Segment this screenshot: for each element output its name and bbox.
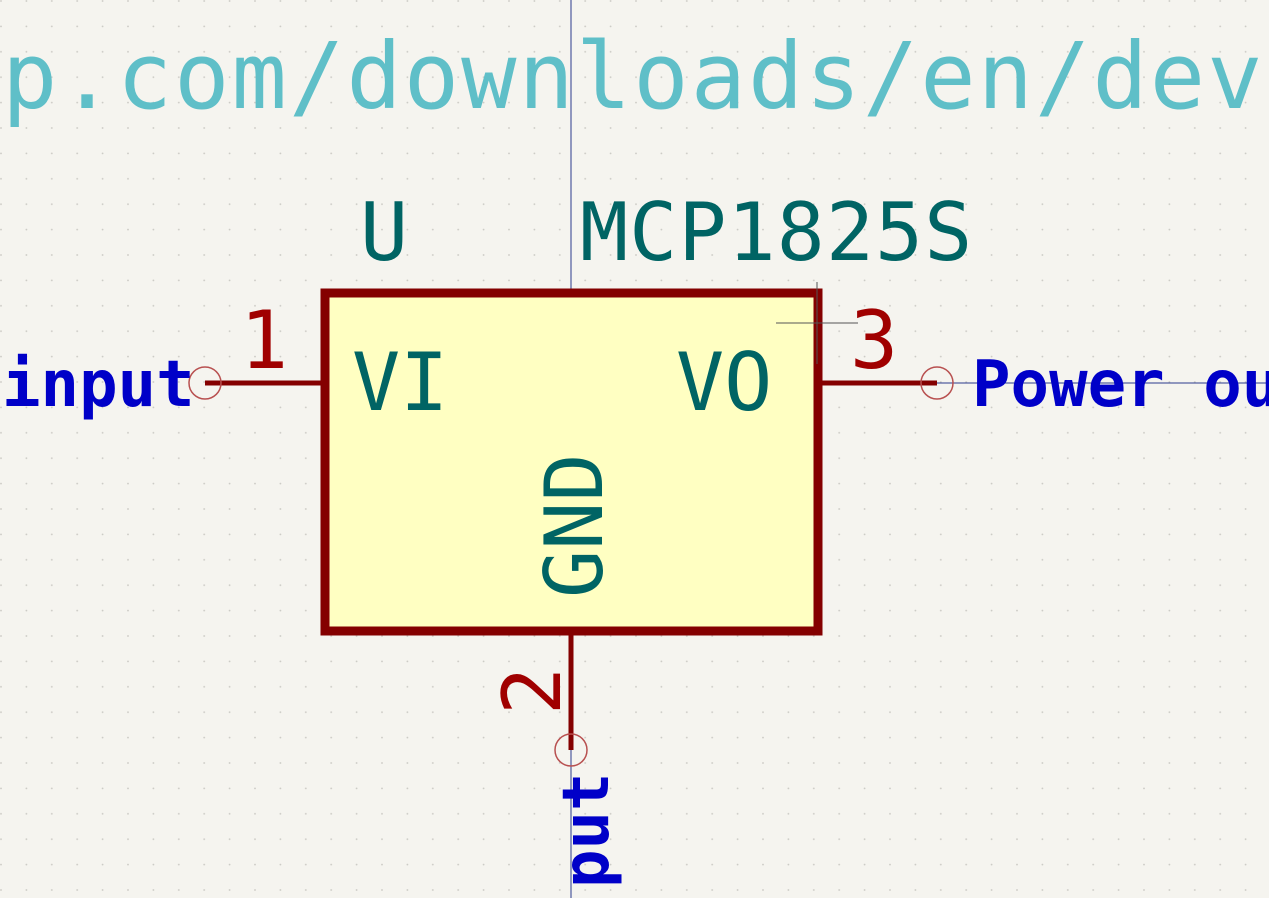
pin-2-number: 2	[486, 667, 579, 715]
pin-1-name: VI	[352, 336, 448, 429]
pin-2-endpoint[interactable]	[554, 733, 588, 767]
pin-2-name: GND	[528, 454, 621, 599]
datasheet-url-text: p.com/downloads/en/devic	[2, 23, 1269, 130]
pin-1-number: 1	[240, 294, 288, 387]
net-label-left[interactable]: input	[2, 348, 195, 422]
net-label-bottom[interactable]: put	[550, 772, 624, 888]
component-value[interactable]: MCP1825S	[580, 186, 973, 279]
net-label-right[interactable]: Power ou	[972, 348, 1269, 422]
pin-3-number: 3	[850, 294, 898, 387]
pin-3-endpoint[interactable]	[920, 366, 954, 400]
pin-1-endpoint[interactable]	[188, 366, 222, 400]
component-body[interactable]	[320, 288, 823, 636]
reference-designator[interactable]: U	[360, 186, 408, 279]
pin-3-name: VO	[676, 336, 772, 429]
